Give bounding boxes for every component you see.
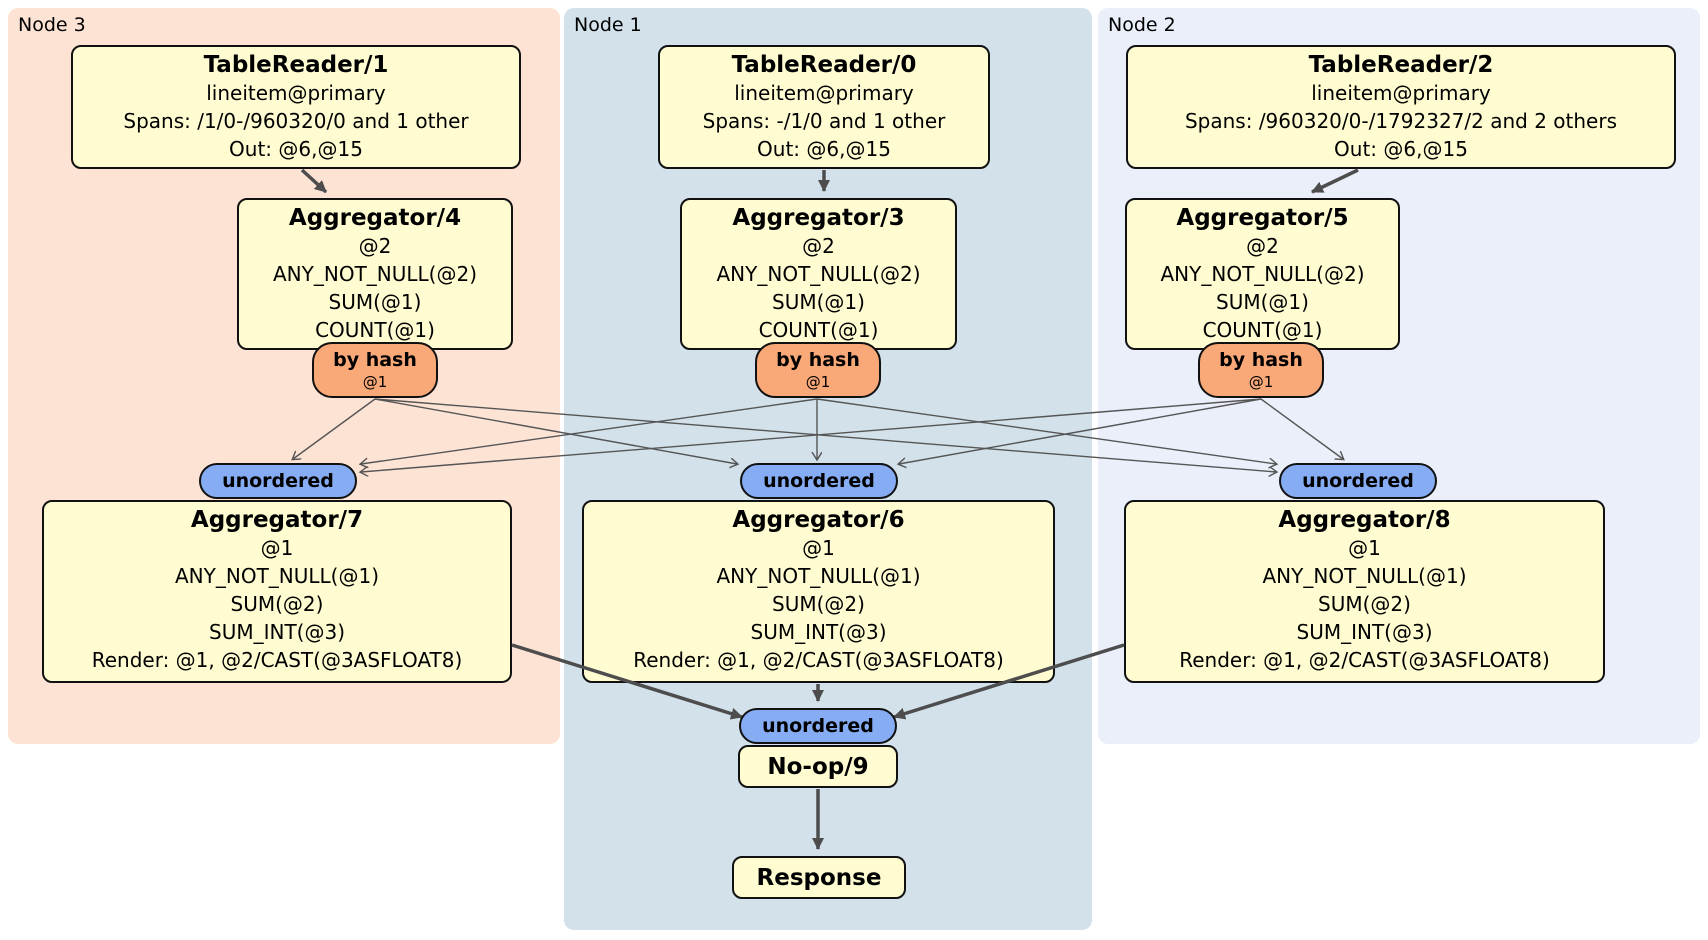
processor-detail-line: COUNT(@1) — [758, 318, 879, 342]
processor-aggregator-8: Aggregator/8 @1 ANY_NOT_NULL(@1) SUM(@2)… — [1124, 500, 1605, 683]
processor-aggregator-4: Aggregator/4 @2 ANY_NOT_NULL(@2) SUM(@1)… — [237, 198, 513, 350]
processor-title: Aggregator/3 — [732, 205, 905, 231]
processor-title: Response — [756, 864, 882, 891]
router-by-hash-label: by hash — [333, 349, 417, 371]
processor-detail-line: ANY_NOT_NULL(@2) — [273, 262, 477, 286]
stream-unordered-pill: unordered — [199, 463, 357, 499]
processor-detail-line: @1 — [802, 536, 835, 560]
processor-title: TableReader/0 — [731, 52, 917, 78]
processor-detail-line: @2 — [802, 234, 835, 258]
processor-title: TableReader/1 — [203, 52, 389, 78]
processor-detail-line: Spans: -/1/0 and 1 other — [702, 109, 946, 133]
processor-detail-line: Render: @1, @2/CAST(@3ASFLOAT8) — [91, 648, 463, 672]
processor-title: TableReader/2 — [1308, 52, 1494, 78]
processor-detail-line: @2 — [358, 234, 392, 258]
processor-detail-line: COUNT(@1) — [1202, 318, 1323, 342]
processor-title: Aggregator/5 — [1176, 205, 1349, 231]
router-by-hash-label: by hash — [776, 349, 860, 371]
processor-detail-line: COUNT(@1) — [315, 318, 435, 342]
processor-tablereader-0: TableReader/0 lineitem@primary Spans: -/… — [658, 45, 990, 169]
router-by-hash-pill: by hash @1 — [1198, 342, 1324, 398]
processor-detail-line: SUM(@2) — [230, 592, 324, 616]
processor-detail-line: ANY_NOT_NULL(@1) — [175, 564, 379, 588]
stream-unordered-pill: unordered — [1279, 463, 1437, 499]
processor-detail-line: SUM(@1) — [328, 290, 422, 314]
processor-detail-line: lineitem@primary — [206, 81, 386, 105]
stream-unordered-pill: unordered — [740, 463, 898, 499]
region-node1-label: Node 1 — [574, 14, 642, 36]
processor-aggregator-5: Aggregator/5 @2 ANY_NOT_NULL(@2) SUM(@1)… — [1125, 198, 1400, 350]
processor-aggregator-6: Aggregator/6 @1 ANY_NOT_NULL(@1) SUM(@2)… — [582, 500, 1055, 683]
processor-detail-line: SUM(@1) — [772, 290, 865, 314]
processor-detail-line: ANY_NOT_NULL(@2) — [1160, 262, 1365, 286]
processor-title: Aggregator/7 — [190, 507, 364, 533]
router-by-hash-pill: by hash @1 — [312, 342, 438, 398]
region-node3-label: Node 3 — [18, 14, 86, 36]
router-by-hash-detail: @1 — [1248, 373, 1274, 391]
processor-aggregator-3: Aggregator/3 @2 ANY_NOT_NULL(@2) SUM(@1)… — [680, 198, 957, 350]
router-by-hash-pill: by hash @1 — [755, 342, 881, 398]
processor-detail-line: ANY_NOT_NULL(@1) — [716, 564, 921, 588]
processor-detail-line: Out: @6,@15 — [1334, 137, 1468, 161]
processor-detail-line: lineitem@primary — [1311, 81, 1491, 105]
processor-title: Aggregator/6 — [732, 507, 905, 533]
processor-detail-line: ANY_NOT_NULL(@2) — [716, 262, 921, 286]
stream-unordered-pill: unordered — [739, 708, 897, 744]
processor-detail-line: Spans: /960320/0-/1792327/2 and 2 others — [1184, 109, 1617, 133]
processor-detail-line: lineitem@primary — [734, 81, 914, 105]
processor-tablereader-1: TableReader/1 lineitem@primary Spans: /1… — [71, 45, 521, 169]
processor-response: Response — [732, 856, 906, 899]
processor-aggregator-7: Aggregator/7 @1 ANY_NOT_NULL(@1) SUM(@2)… — [42, 500, 512, 683]
region-node2-label: Node 2 — [1108, 14, 1176, 36]
processor-detail-line: Out: @6,@15 — [757, 137, 891, 161]
router-by-hash-detail: @1 — [805, 373, 831, 391]
processor-title: Aggregator/8 — [1278, 507, 1451, 533]
processor-detail-line: Render: @1, @2/CAST(@3ASFLOAT8) — [633, 648, 1004, 672]
processor-title: Aggregator/4 — [288, 205, 462, 231]
processor-detail-line: Out: @6,@15 — [229, 137, 363, 161]
processor-noop-9: No-op/9 — [738, 745, 898, 788]
processor-detail-line: ANY_NOT_NULL(@1) — [1262, 564, 1467, 588]
processor-detail-line: @2 — [1246, 234, 1279, 258]
processor-title: No-op/9 — [767, 753, 869, 780]
router-by-hash-label: by hash — [1219, 349, 1303, 371]
processor-detail-line: SUM_INT(@3) — [209, 620, 345, 644]
processor-detail-line: SUM(@1) — [1216, 290, 1309, 314]
processor-detail-line: SUM_INT(@3) — [1296, 620, 1433, 644]
processor-detail-line: SUM(@2) — [1318, 592, 1411, 616]
router-by-hash-detail: @1 — [362, 373, 388, 391]
processor-detail-line: Spans: /1/0-/960320/0 and 1 other — [123, 109, 469, 133]
processor-detail-line: SUM_INT(@3) — [750, 620, 887, 644]
processor-detail-line: Render: @1, @2/CAST(@3ASFLOAT8) — [1179, 648, 1550, 672]
processor-detail-line: SUM(@2) — [772, 592, 865, 616]
processor-detail-line: @1 — [1348, 536, 1381, 560]
processor-detail-line: @1 — [260, 536, 294, 560]
processor-tablereader-2: TableReader/2 lineitem@primary Spans: /9… — [1126, 45, 1676, 169]
